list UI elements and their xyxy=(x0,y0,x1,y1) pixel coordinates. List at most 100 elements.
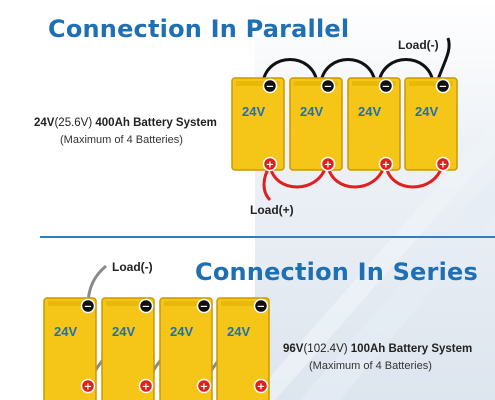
series-battery-3-negative-terminal-sign: − xyxy=(200,302,208,313)
parallel-battery-2-negative-terminal: − xyxy=(320,78,336,94)
series-battery-2: 24V xyxy=(101,297,155,400)
parallel-battery-2-negative-terminal-ring xyxy=(320,78,336,94)
parallel-battery-1-positive-terminal: + xyxy=(262,156,278,172)
parallel-battery-4: 24V xyxy=(404,77,458,171)
series-battery-3-positive-terminal-ring xyxy=(196,378,212,394)
parallel-battery-1-positive-terminal-ring xyxy=(262,156,278,172)
series-battery-3-negative-terminal-ring xyxy=(196,298,212,314)
series-battery-2-negative-terminal-sign: − xyxy=(142,302,150,313)
parallel-battery-4-cap xyxy=(409,81,453,86)
series-battery-2-positive-terminal-sign: + xyxy=(142,382,150,393)
parallel-battery-3: 24V xyxy=(347,77,401,171)
series-battery-1-positive-terminal-sign: + xyxy=(84,382,92,393)
series-battery-2-negative-terminal-ring xyxy=(138,298,154,314)
parallel-battery-2-label: 24V xyxy=(300,104,323,119)
parallel-spec-voltage: 24V xyxy=(34,117,55,129)
parallel-battery-3-positive-terminal-sign: + xyxy=(382,160,390,171)
series-battery-1-label: 24V xyxy=(54,324,77,339)
parallel-battery-2-positive-terminal: + xyxy=(320,156,336,172)
series-battery-4-negative-terminal-ring xyxy=(253,298,269,314)
parallel-battery-4-negative-terminal: − xyxy=(435,78,451,94)
parallel-battery-3-cap xyxy=(352,81,396,86)
series-battery-1-body xyxy=(43,297,97,400)
parallel-spec-voltage-detail: (25.6V) xyxy=(54,117,93,129)
parallel-battery-1-label: 24V xyxy=(242,104,265,119)
series-battery-3-negative-terminal: − xyxy=(196,298,212,314)
series-title: Connection In Series xyxy=(195,258,478,286)
series-battery-2-negative-terminal: − xyxy=(138,298,154,314)
series-spec-voltage: 96V xyxy=(283,343,304,355)
parallel-battery-1-positive-terminal-sign: + xyxy=(266,160,274,171)
parallel-battery-3-positive-terminal: + xyxy=(378,156,394,172)
series-battery-4: 24V xyxy=(216,297,270,400)
parallel-neg-jumper-3 xyxy=(377,58,435,83)
series-battery-1-negative-terminal-ring xyxy=(80,298,96,314)
series-battery-3-label: 24V xyxy=(170,324,193,339)
series-battery-4-positive-terminal: + xyxy=(253,378,269,394)
series-battery-4-cap xyxy=(221,301,265,306)
parallel-battery-4-positive-terminal-ring xyxy=(435,156,451,172)
parallel-neg-jumper-2 xyxy=(319,58,377,83)
series-battery-4-label: 24V xyxy=(227,324,250,339)
parallel-battery-1-negative-terminal-sign: − xyxy=(266,82,274,93)
series-battery-2-positive-terminal-ring xyxy=(138,378,154,394)
series-battery-3-positive-terminal: + xyxy=(196,378,212,394)
parallel-battery-2-cap xyxy=(294,81,338,86)
series-spec-voltage-detail: (102.4V) xyxy=(303,343,348,355)
series-spec-note: (Maximum of 4 Batteries) xyxy=(309,360,432,372)
parallel-battery-2-positive-terminal-ring xyxy=(320,156,336,172)
series-battery-1-negative-terminal: − xyxy=(80,298,96,314)
series-battery-1: 24V xyxy=(43,297,97,400)
series-battery-2-positive-terminal: + xyxy=(138,378,154,394)
parallel-battery-4-body xyxy=(404,77,458,171)
parallel-battery-3-label: 24V xyxy=(358,104,381,119)
parallel-spec-capacity: 400Ah Battery System xyxy=(95,117,217,129)
series-battery-3-body xyxy=(159,297,213,400)
parallel-load-negative-label: Load(-) xyxy=(398,38,439,52)
parallel-pos-jumper-2 xyxy=(326,165,386,189)
parallel-load-positive-label: Load(+) xyxy=(250,203,294,217)
parallel-battery-4-negative-terminal-ring xyxy=(435,78,451,94)
parallel-neg-jumper-1 xyxy=(261,58,319,83)
parallel-battery-2: 24V xyxy=(289,77,343,171)
series-battery-4-body xyxy=(216,297,270,400)
parallel-battery-1-negative-terminal: − xyxy=(262,78,278,94)
parallel-battery-4-label: 24V xyxy=(415,104,438,119)
series-battery-2-cap xyxy=(106,301,150,306)
parallel-pos-jumper-3 xyxy=(384,165,444,189)
parallel-battery-1-cap xyxy=(236,81,280,86)
parallel-battery-1-body xyxy=(231,77,285,171)
parallel-spec: 24V(25.6V) 400Ah Battery System xyxy=(34,117,217,129)
parallel-battery-3-positive-terminal-ring xyxy=(378,156,394,172)
section-divider xyxy=(40,236,495,238)
parallel-battery-1: 24V xyxy=(231,77,285,171)
parallel-battery-4-negative-terminal-sign: − xyxy=(439,82,447,93)
parallel-battery-3-negative-terminal-sign: − xyxy=(382,82,390,93)
series-battery-1-negative-terminal-sign: − xyxy=(84,302,92,313)
parallel-battery-4-positive-terminal: + xyxy=(435,156,451,172)
series-battery-3-positive-terminal-sign: + xyxy=(200,382,208,393)
series-battery-4-negative-terminal: − xyxy=(253,298,269,314)
series-battery-3: 24V xyxy=(159,297,213,400)
series-battery-4-negative-terminal-sign: − xyxy=(257,302,265,313)
parallel-battery-3-negative-terminal-ring xyxy=(378,78,394,94)
parallel-battery-2-body xyxy=(289,77,343,171)
series-battery-4-positive-terminal-sign: + xyxy=(257,382,265,393)
parallel-title: Connection In Parallel xyxy=(48,15,350,43)
series-load-negative-label: Load(-) xyxy=(112,260,153,274)
parallel-battery-4-positive-terminal-sign: + xyxy=(439,160,447,171)
series-spec: 96V(102.4V) 100Ah Battery System xyxy=(283,343,472,355)
parallel-battery-3-negative-terminal: − xyxy=(378,78,394,94)
parallel-battery-2-negative-terminal-sign: − xyxy=(324,82,332,93)
parallel-spec-note: (Maximum of 4 Batteries) xyxy=(60,134,183,146)
parallel-pos-jumper-1 xyxy=(268,165,328,189)
parallel-battery-1-negative-terminal-ring xyxy=(262,78,278,94)
parallel-battery-3-body xyxy=(347,77,401,171)
parallel-load-neg-cable xyxy=(435,37,451,83)
series-battery-1-positive-terminal-ring xyxy=(80,378,96,394)
series-battery-3-cap xyxy=(164,301,208,306)
series-spec-capacity: 100Ah Battery System xyxy=(350,343,473,355)
series-battery-4-positive-terminal-ring xyxy=(253,378,269,394)
